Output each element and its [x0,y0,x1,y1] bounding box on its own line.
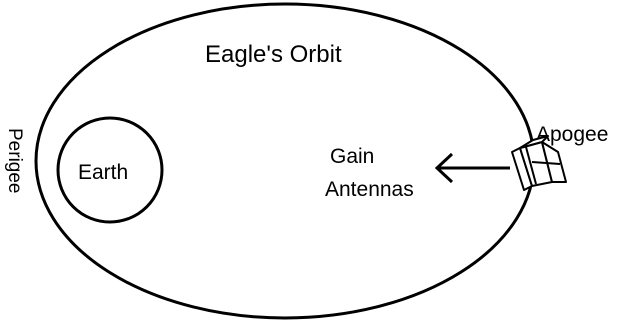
gain-label: Gain [330,145,374,168]
perigee-label: Perigee [4,128,25,194]
apogee-label: Apogee [536,123,608,146]
orbit-title: Eagle's Orbit [205,41,342,68]
antennas-label: Antennas [325,178,414,201]
earth-label: Earth [78,161,128,184]
arrow-left-icon [437,154,510,182]
